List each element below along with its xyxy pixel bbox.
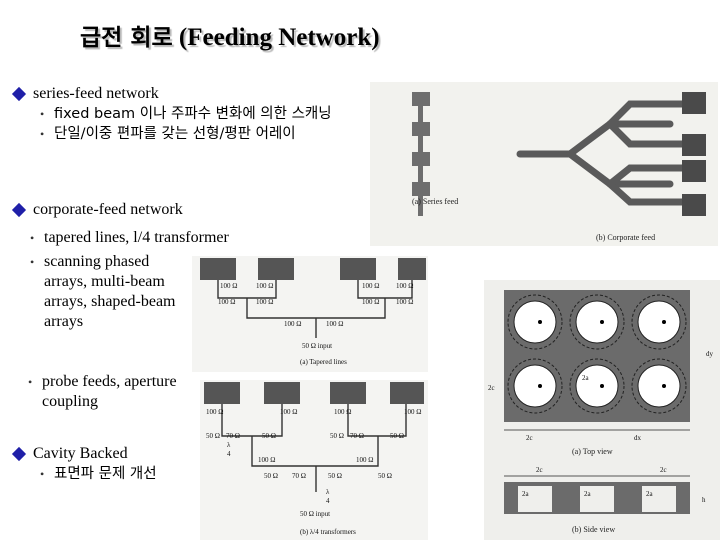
dot-bullet-icon: • [30, 231, 35, 245]
label-100-ohm: 100 Ω [256, 298, 273, 306]
label-50-ohm: 50 Ω [264, 472, 278, 480]
cavity-top-view: 2c dx dy 2c 2a (a) Top view [488, 290, 714, 456]
cavity-backed-section: Cavity Backed • 표면파 문제 개선 [11, 444, 202, 484]
dot-bullet-icon: • [30, 255, 35, 269]
series-bullet-2: 단일/이중 편파를 갖는 선형/평판 어레이 [54, 126, 296, 142]
label-100-ohm: 100 Ω [396, 282, 413, 290]
series-feed-caption: (a) Series feed [412, 197, 458, 206]
label-70-ohm: 70 Ω [292, 472, 306, 480]
dim-h: h [702, 496, 706, 504]
label-100-ohm: 100 Ω [326, 320, 343, 328]
diamond-bullet-icon [11, 202, 27, 218]
dim-2a: 2a [522, 490, 530, 498]
label-100-ohm: 100 Ω [220, 282, 237, 290]
label-100-ohm: 100 Ω [206, 408, 223, 416]
corporate-bullet-1: tapered lines, l/4 transformer [44, 229, 229, 246]
label-100-ohm: 100 Ω [334, 408, 351, 416]
side-view-caption: (b) Side view [572, 525, 615, 534]
top-view-caption: (a) Top view [572, 447, 613, 456]
probe-feed-bullet: • probe feeds, aperture coupling [28, 372, 193, 412]
corporate-bullet-2: scanning phased arrays, multi-beam array… [44, 253, 176, 330]
dim-2c: 2c [536, 466, 543, 474]
series-feed-heading: series-feed network [33, 85, 159, 102]
lambda-denominator: 4 [326, 497, 330, 505]
title-english: (Feeding Network) [178, 24, 380, 51]
tapered-caption: (a) Tapered lines [300, 358, 347, 366]
label-100-ohm: 100 Ω [362, 282, 379, 290]
label-100-ohm: 100 Ω [404, 408, 421, 416]
dim-2a: 2a [582, 374, 590, 382]
series-bullet-1: fixed beam 이나 주파수 변화에 의한 스캐닝 [54, 106, 332, 122]
cavity-side-view: 2c 2c 2a 2a 2a h (b) Side view [504, 466, 706, 534]
dot-bullet-icon: • [40, 467, 45, 481]
lambda-symbol: λ [227, 441, 231, 449]
dim-2c: 2c [660, 466, 667, 474]
dot-bullet-icon: • [40, 107, 45, 121]
corporate-feed-drawing [516, 100, 689, 206]
label-50-ohm: 50 Ω [390, 432, 404, 440]
quarter-input-label: 50 Ω input [300, 510, 330, 518]
diamond-bullet-icon [11, 446, 27, 462]
label-50-ohm: 50 Ω [206, 432, 220, 440]
corporate-bullets: • tapered lines, l/4 transformer • scann… [30, 228, 229, 332]
series-feed-section: series-feed network • fixed beam 이나 주파수 … [11, 84, 360, 144]
label-100-ohm: 100 Ω [284, 320, 301, 328]
dim-2c-vertical: 2c [488, 384, 495, 392]
dim-dx: dx [634, 434, 642, 442]
quarter-wave-figure: 100 Ω 100 Ω 100 Ω 100 Ω 50 Ω 70 Ω 50 Ω 5… [200, 380, 428, 540]
corporate-feed-section: corporate-feed network [11, 200, 212, 220]
dim-dy: dy [706, 350, 714, 358]
label-50-ohm: 50 Ω [330, 432, 344, 440]
dim-2c: 2c [526, 434, 533, 442]
dim-2a: 2a [646, 490, 654, 498]
cavity-bullet-1: 표면파 문제 개선 [54, 466, 157, 482]
label-100-ohm: 100 Ω [280, 408, 297, 416]
corporate-feed-heading: corporate-feed network [33, 201, 183, 218]
feed-network-figure: (a) Series feed (b) Corporate feed [370, 82, 718, 246]
label-100-ohm: 100 Ω [256, 282, 273, 290]
label-100-ohm: 100 Ω [258, 456, 275, 464]
label-50-ohm: 50 Ω [328, 472, 342, 480]
label-70-ohm: 70 Ω [350, 432, 364, 440]
dot-bullet-icon: • [40, 127, 45, 141]
label-100-ohm: 100 Ω [218, 298, 235, 306]
label-100-ohm: 100 Ω [356, 456, 373, 464]
lambda-symbol: λ [326, 488, 330, 496]
label-100-ohm: 100 Ω [362, 298, 379, 306]
label-50-ohm: 50 Ω [378, 472, 392, 480]
cavity-heading: Cavity Backed [33, 445, 128, 462]
corporate-extra-bullet: probe feeds, aperture coupling [42, 373, 177, 410]
label-70-ohm: 70 Ω [226, 432, 240, 440]
quarter-caption: (b) λ/4 transformers [300, 528, 356, 536]
label-50-ohm: 50 Ω [262, 432, 276, 440]
lambda-denominator: 4 [227, 450, 231, 458]
dot-bullet-icon: • [28, 375, 33, 389]
tapered-lines-figure: 100 Ω 100 Ω 100 Ω 100 Ω 100 Ω 100 Ω 100 … [192, 256, 428, 372]
slide-title: 급전 회로 (Feeding Network) [80, 18, 380, 52]
label-100-ohm: 100 Ω [396, 298, 413, 306]
series-feed-drawing [412, 92, 430, 216]
corporate-feed-caption: (b) Corporate feed [596, 233, 655, 242]
title-korean: 급전 회로 [80, 25, 173, 51]
cavity-backed-figure: 2c dx dy 2c 2a (a) Top view 2c 2c 2a 2a … [484, 280, 720, 540]
diamond-bullet-icon [11, 86, 27, 102]
tapered-input-label: 50 Ω input [302, 342, 332, 350]
dim-2a: 2a [584, 490, 592, 498]
